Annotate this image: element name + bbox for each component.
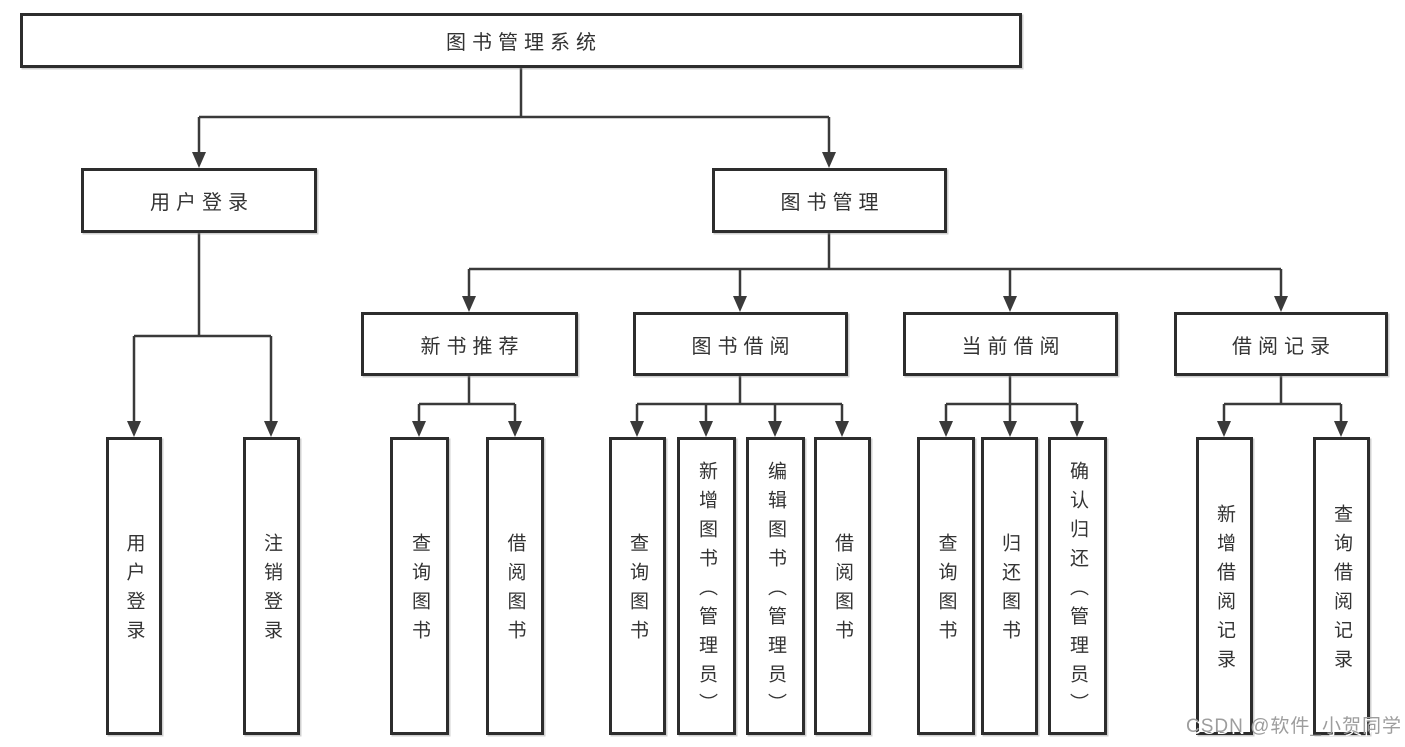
csdn-watermark: CSDN @软件_小贺同学 [1186,716,1402,737]
leaf-add-borrow-record: 新增借阅记录 [1196,437,1253,735]
node-user-login: 用户登录 [81,168,317,233]
node-library-system: 图书管理系统 [20,13,1022,68]
leaf-borrow-books-1: 借阅图书 [486,437,544,735]
node-book-management: 图书管理 [712,168,947,233]
arrowhead-icons [127,152,1348,437]
leaf-query-books-1: 查询图书 [390,437,449,735]
node-borrow-records: 借阅记录 [1174,312,1388,376]
leaf-return-book: 归还图书 [981,437,1038,735]
leaf-confirm-return-admin: 确认归还（管理员） [1048,437,1107,735]
leaf-query-books-2: 查询图书 [609,437,666,735]
leaf-edit-book-admin: 编辑图书（管理员） [746,437,805,735]
leaf-user-login: 用户登录 [106,437,162,735]
leaf-query-borrow-record: 查询借阅记录 [1313,437,1370,735]
node-new-book-recommend: 新书推荐 [361,312,578,376]
leaf-borrow-books-2: 借阅图书 [814,437,871,735]
node-current-borrowing: 当前借阅 [903,312,1118,376]
leaf-query-books-3: 查询图书 [917,437,975,735]
node-book-borrowing: 图书借阅 [633,312,848,376]
leaf-add-book-admin: 新增图书（管理员） [677,437,736,735]
leaf-logout: 注销登录 [243,437,300,735]
